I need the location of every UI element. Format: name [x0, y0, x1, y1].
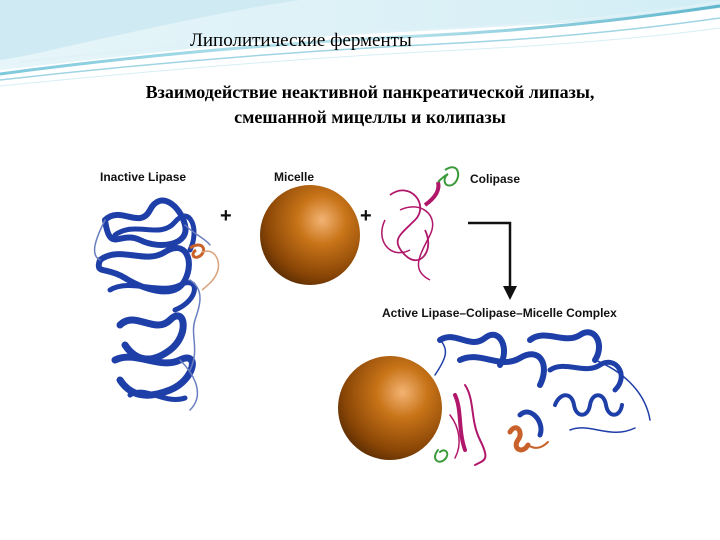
reaction-arrow — [468, 221, 517, 300]
slide-subtitle: Взаимодействие неактивной панкреатическо… — [60, 80, 680, 130]
subtitle-line-2: смешанной мицеллы и колипазы — [234, 107, 506, 127]
micelle-sphere — [260, 185, 360, 285]
inactive-lipase-structure — [93, 197, 211, 411]
active-complex-structure — [434, 329, 651, 466]
label-micelle: Micelle — [274, 170, 315, 184]
label-colipase: Colipase — [470, 172, 521, 186]
label-active-complex: Active Lipase–Colipase–Micelle Complex — [382, 306, 617, 320]
colipase-structure — [381, 166, 460, 281]
header-wave-decoration — [0, 0, 720, 87]
slide-title: Липолитические ферменты — [190, 30, 412, 51]
lid-loop — [189, 243, 220, 291]
label-inactive-lipase: Inactive Lipase — [100, 170, 187, 184]
figure-illustration — [93, 166, 651, 466]
subtitle-line-1: Взаимодействие неактивной панкреатическо… — [145, 82, 595, 102]
complex-micelle-sphere — [338, 356, 442, 460]
lipase-micelle-colipase-figure: Inactive Lipase Micelle Colipase Active … — [90, 160, 662, 470]
plus-sign-1: + — [220, 205, 232, 227]
plus-sign-2: + — [360, 205, 372, 227]
